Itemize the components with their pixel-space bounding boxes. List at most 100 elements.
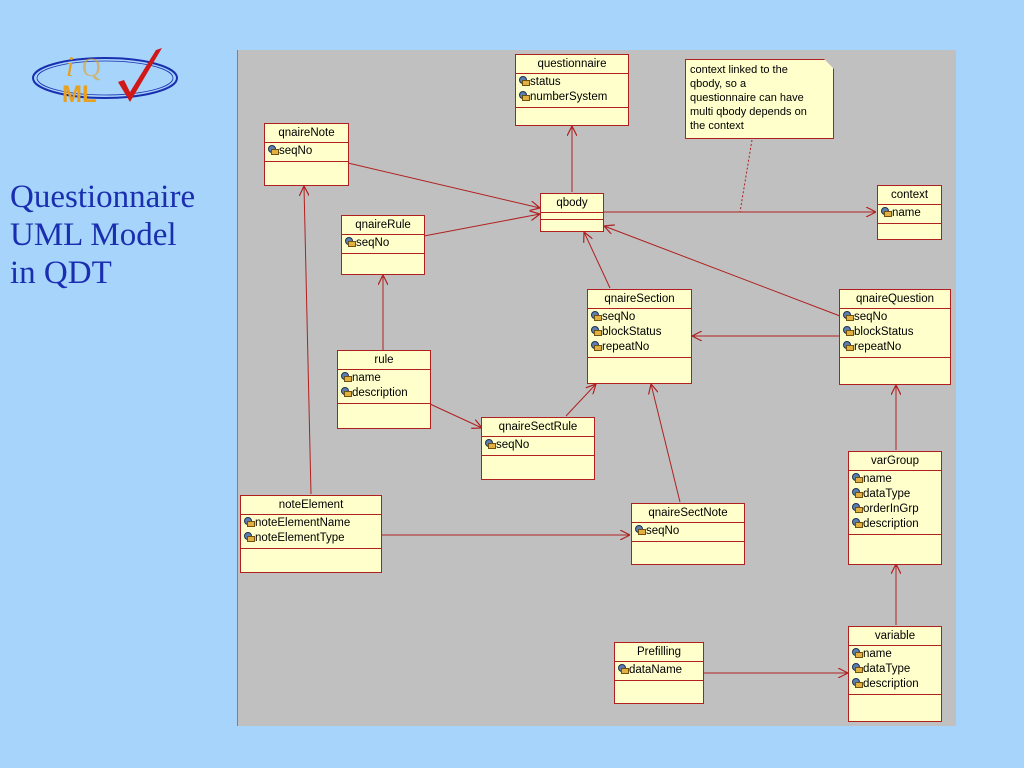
- class-name: qnaireSectNote: [632, 504, 744, 523]
- note-line-4: multi qbody depends on: [690, 106, 807, 118]
- note-line-5: the context: [690, 120, 744, 132]
- class-attribute: name: [892, 207, 921, 219]
- logo-letter-q: Q: [82, 53, 101, 82]
- logo-letters-ml: ML: [62, 81, 97, 108]
- class-name: qnaireNote: [265, 124, 348, 143]
- attribute-icon: [851, 678, 863, 688]
- class-qnairequestion[interactable]: qnaireQuestion seqNo blockStatus repeatN…: [839, 289, 951, 385]
- class-name: qnaireRule: [342, 216, 424, 235]
- class-qnairesectnote[interactable]: qnaireSectNote seqNo: [631, 503, 745, 565]
- class-name: qnaireQuestion: [840, 290, 950, 309]
- context-note: context linked to the qbody, so a questi…: [685, 59, 834, 139]
- class-attribute: description: [352, 387, 408, 399]
- class-attribute: seqNo: [646, 525, 680, 537]
- class-attribute: name: [863, 473, 892, 485]
- title-line-2: UML Model: [10, 217, 177, 253]
- class-prefilling[interactable]: Prefilling dataName: [614, 642, 704, 704]
- assoc-qnairerule-qbody: [423, 214, 540, 237]
- assoc-rule-qnairesectrule: [429, 403, 482, 428]
- class-attribute: noteElementName: [255, 517, 351, 529]
- class-name: Prefilling: [615, 643, 703, 662]
- attribute-icon: [344, 237, 356, 247]
- assoc-qnairenote-qbody: [347, 162, 540, 208]
- class-attribute: seqNo: [602, 311, 636, 323]
- class-attribute: blockStatus: [854, 326, 914, 338]
- attribute-icon: [851, 488, 863, 498]
- attribute-icon: [851, 473, 863, 483]
- class-qnairenote[interactable]: qnaireNote seqNo: [264, 123, 349, 186]
- checkmark-icon: [118, 48, 162, 102]
- class-questionnaire[interactable]: questionnaire status numberSystem: [515, 54, 629, 126]
- class-attribute: repeatNo: [854, 341, 902, 353]
- attribute-icon: [851, 518, 863, 528]
- class-qnairesection[interactable]: qnaireSection seqNo blockStatus repeatNo: [587, 289, 692, 384]
- class-name: context: [878, 186, 941, 205]
- class-attribute: seqNo: [496, 439, 530, 451]
- class-name: qnaireSectRule: [482, 418, 594, 437]
- note-line-2: qbody, so a: [690, 78, 747, 90]
- class-name: varGroup: [849, 452, 941, 471]
- class-attribute: blockStatus: [602, 326, 662, 338]
- class-attribute: repeatNo: [602, 341, 650, 353]
- class-noteelement[interactable]: noteElement noteElementName noteElementT…: [240, 495, 382, 573]
- assoc-qnairesectrule-qnairesection: [565, 384, 596, 417]
- title-line-3: in QDT: [10, 255, 112, 291]
- class-rule[interactable]: rule name description: [337, 350, 431, 429]
- class-name: variable: [849, 627, 941, 646]
- assoc-qnairesectnote-qnairesection: [651, 384, 681, 503]
- class-name: qbody: [541, 194, 603, 213]
- class-qbody[interactable]: qbody: [540, 193, 604, 232]
- class-attribute: seqNo: [356, 237, 390, 249]
- logo-ellipse: [32, 57, 178, 99]
- class-attribute: seqNo: [279, 145, 313, 157]
- class-attribute: dataName: [629, 664, 683, 676]
- attribute-icon: [617, 664, 629, 674]
- attribute-icon: [851, 648, 863, 658]
- class-attribute: dataType: [863, 488, 911, 500]
- class-attribute: numberSystem: [530, 91, 608, 103]
- class-vargroup[interactable]: varGroup name dataType orderInGrp descri…: [848, 451, 942, 565]
- class-name: questionnaire: [516, 55, 628, 74]
- attribute-icon: [590, 311, 602, 321]
- class-attribute: dataType: [863, 663, 911, 675]
- iqml-logo: i Q ML: [32, 48, 178, 108]
- attribute-icon: [340, 372, 352, 382]
- attribute-icon: [267, 145, 279, 155]
- attribute-icon: [851, 503, 863, 513]
- attribute-icon: [590, 341, 602, 351]
- class-attribute: description: [863, 518, 919, 530]
- class-attribute: noteElementType: [255, 532, 345, 544]
- assoc-qnairesection-qbody: [584, 232, 611, 289]
- class-variable[interactable]: variable name dataType description: [848, 626, 942, 722]
- class-attribute: description: [863, 678, 919, 690]
- class-name: qnaireSection: [588, 290, 691, 309]
- class-attribute: seqNo: [854, 311, 888, 323]
- note-line-1: context linked to the: [690, 64, 788, 76]
- class-qnairesectrule[interactable]: qnaireSectRule seqNo: [481, 417, 595, 480]
- class-name: noteElement: [241, 496, 381, 515]
- attribute-icon: [340, 387, 352, 397]
- attribute-icon: [842, 311, 854, 321]
- logo-letter-i: i: [66, 52, 74, 83]
- attribute-icon: [518, 76, 530, 86]
- attribute-icon: [518, 91, 530, 101]
- attribute-icon: [842, 326, 854, 336]
- class-attribute: status: [530, 76, 561, 88]
- class-attribute: name: [863, 648, 892, 660]
- assoc-noteelement-qnairenote: [304, 186, 312, 495]
- class-attribute: name: [352, 372, 381, 384]
- class-context[interactable]: context name: [877, 185, 942, 240]
- attribute-icon: [880, 207, 892, 217]
- attribute-icon: [851, 663, 863, 673]
- attribute-icon: [484, 439, 496, 449]
- attribute-icon: [243, 532, 255, 542]
- attribute-icon: [590, 326, 602, 336]
- class-name: rule: [338, 351, 430, 370]
- note-anchor-line: [739, 139, 753, 213]
- class-qnairerule[interactable]: qnaireRule seqNo: [341, 215, 425, 275]
- title-line-1: Questionnaire: [10, 179, 196, 215]
- note-line-3: questionnaire can have: [690, 92, 804, 104]
- attribute-icon: [243, 517, 255, 527]
- class-attribute: orderInGrp: [863, 503, 919, 515]
